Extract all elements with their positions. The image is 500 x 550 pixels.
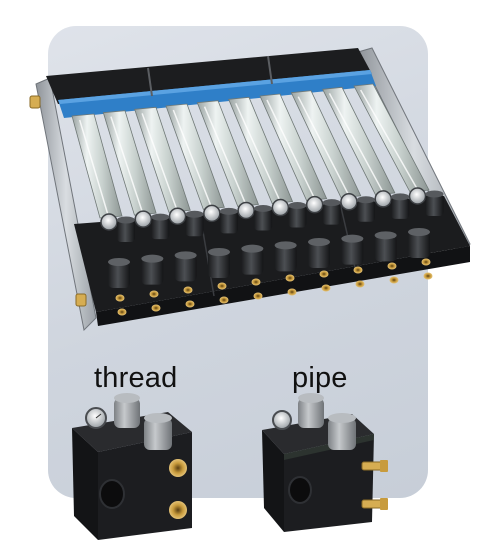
gauge-icon xyxy=(134,210,153,228)
valve-knob xyxy=(151,213,170,240)
valve-knob xyxy=(391,193,410,219)
thread-label: thread xyxy=(94,362,178,394)
glass-tube xyxy=(322,86,396,196)
valve-knob xyxy=(274,241,297,272)
brass-port xyxy=(219,296,229,304)
gauge-icon xyxy=(408,187,427,205)
valve-knob xyxy=(208,248,230,278)
brass-port xyxy=(355,280,365,288)
valve-knob xyxy=(108,258,130,288)
flowmeter-manifold xyxy=(29,47,471,332)
valve-knob xyxy=(254,204,273,231)
glass-tube xyxy=(259,93,328,202)
brass-port xyxy=(253,292,263,300)
glass-tube xyxy=(102,110,157,216)
brass-port xyxy=(319,270,329,278)
valve-knob xyxy=(408,228,430,258)
gauge-icon xyxy=(374,190,392,208)
valve-knob xyxy=(219,207,238,234)
glass-tube xyxy=(134,106,191,213)
gauge-icon xyxy=(305,195,324,214)
glass-tube xyxy=(165,103,225,210)
valve-knob xyxy=(117,216,135,242)
gauge-icon xyxy=(100,213,118,231)
valve-knob xyxy=(185,210,204,237)
valve-knob xyxy=(141,254,164,285)
brass-port xyxy=(251,278,261,286)
brass-port xyxy=(149,290,159,298)
gauge-icon xyxy=(237,201,255,220)
brass-port xyxy=(321,284,331,292)
thread-block xyxy=(72,393,192,540)
valve-knob xyxy=(322,199,341,225)
valve-knob xyxy=(241,244,264,275)
brass-port xyxy=(217,282,227,290)
glass-tube xyxy=(71,113,123,219)
brass-port xyxy=(387,262,397,270)
pipe-block xyxy=(262,393,388,532)
brass-port xyxy=(115,294,125,302)
brass-port xyxy=(353,266,363,274)
brass-port xyxy=(117,308,127,316)
valve-knob xyxy=(174,251,197,282)
glass-tube xyxy=(196,100,260,207)
valve-knob xyxy=(288,202,307,228)
brass-port xyxy=(183,286,193,294)
gauge-icon xyxy=(340,193,358,211)
brass-port xyxy=(423,272,433,280)
valve-knob xyxy=(356,196,375,222)
valve-knob xyxy=(341,234,364,265)
brass-port xyxy=(421,258,431,266)
valve-knob xyxy=(425,190,444,216)
brass-port xyxy=(287,288,297,296)
gauge-icon xyxy=(168,207,187,225)
brass-port xyxy=(285,274,295,282)
brass-port xyxy=(185,300,195,308)
brass-port xyxy=(389,276,399,284)
gauge-icon xyxy=(271,198,290,217)
pipe-label: pipe xyxy=(292,362,348,394)
valve-knob xyxy=(308,238,330,268)
glass-tube xyxy=(228,96,294,204)
glass-tube xyxy=(353,83,430,193)
glass-tube xyxy=(290,90,362,199)
brass-port xyxy=(151,304,161,312)
valve-knob xyxy=(374,231,397,262)
gauge-icon xyxy=(203,204,221,223)
